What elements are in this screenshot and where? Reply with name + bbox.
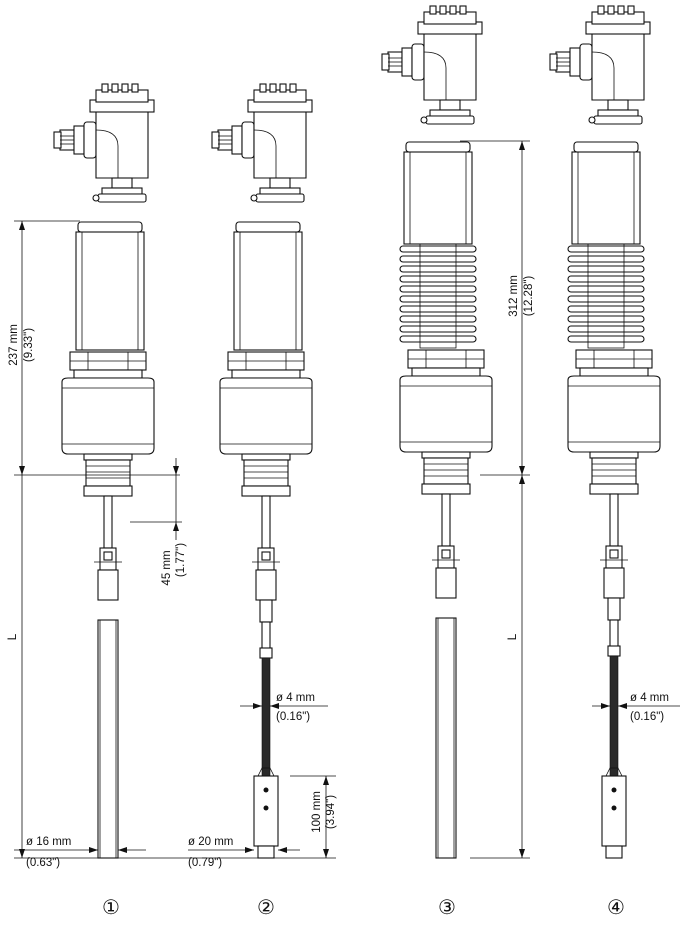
dim-length-1: L xyxy=(5,633,19,640)
sensor-version-1 xyxy=(53,83,155,859)
dim-100-mm: 100 mm xyxy=(311,791,323,833)
caption-version-4: ④ xyxy=(607,895,625,919)
caption-version-3: ③ xyxy=(438,895,456,919)
caption-version-2: ② xyxy=(257,895,275,919)
sensor-version-3 xyxy=(381,5,493,859)
dimension-lines xyxy=(14,140,680,859)
dim-dia16-mm: ø 16 mm xyxy=(26,836,71,848)
dim-45-mm: 45 mm xyxy=(161,550,173,585)
dim-dia4-mm-2: ø 4 mm xyxy=(276,692,315,704)
dim-100-in: (3.94") xyxy=(325,795,337,829)
dim-dia20-in: (0.79") xyxy=(188,857,222,869)
caption-version-1: ① xyxy=(102,895,120,919)
dim-312-mm: 312 mm xyxy=(508,275,520,317)
dim-dia20-mm: ø 20 mm xyxy=(188,836,233,848)
dim-237-mm: 237 mm xyxy=(8,324,20,366)
dim-312-in: (12.28") xyxy=(523,276,535,317)
sensor-version-4 xyxy=(549,5,661,859)
dim-dia16-in: (0.63") xyxy=(26,857,60,869)
dim-length-3: L xyxy=(505,633,519,640)
dim-dia4-in-4: (0.16") xyxy=(630,711,664,723)
sensor-version-2 xyxy=(211,83,313,859)
dim-dia4-mm-4: ø 4 mm xyxy=(630,692,669,704)
dim-dia4-in-2: (0.16") xyxy=(276,711,310,723)
dim-237-in: (9.33") xyxy=(23,328,35,362)
dim-45-in: (1.77") xyxy=(175,543,187,577)
